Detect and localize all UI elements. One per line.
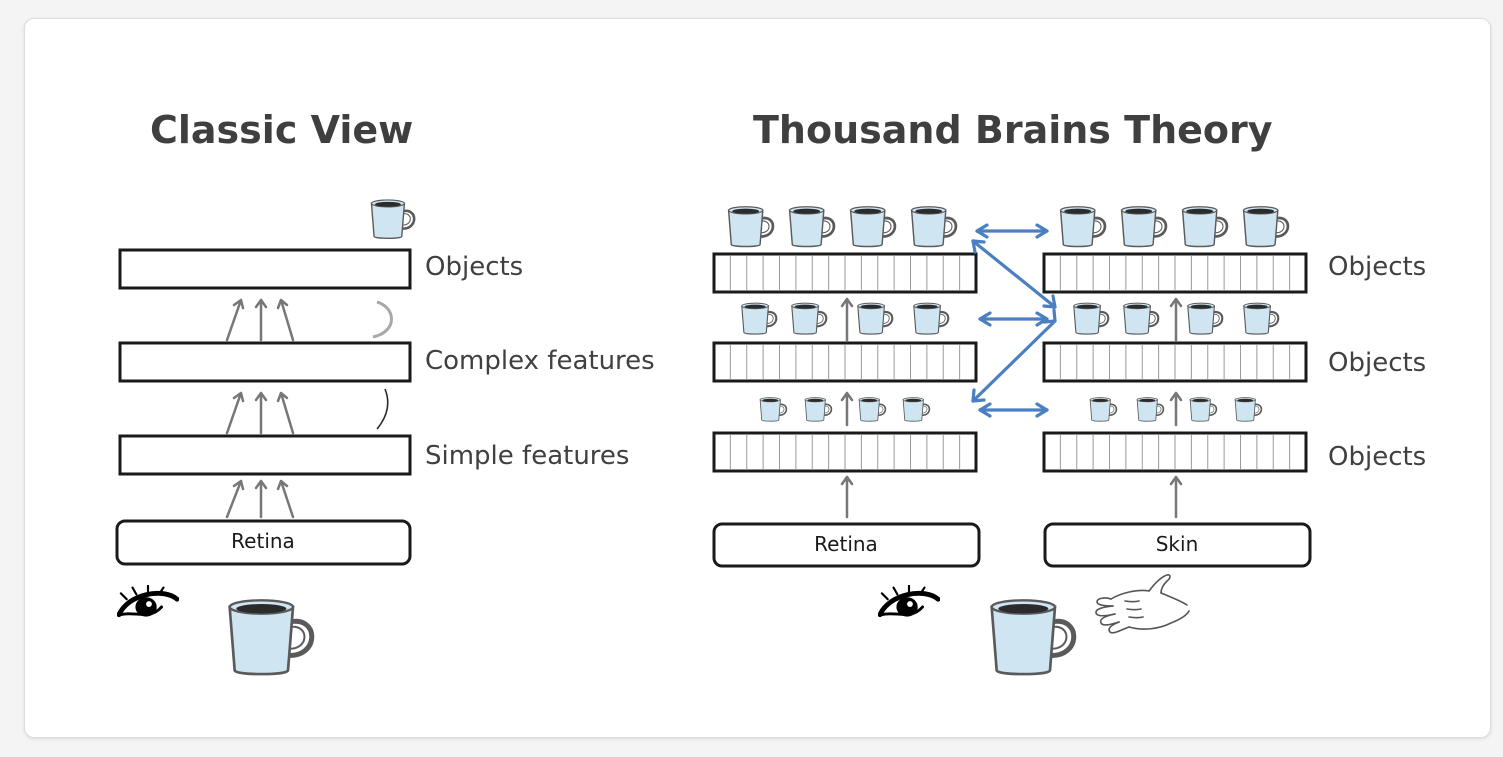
connection-arrow <box>971 308 1057 403</box>
cortical-column-layer <box>712 341 978 383</box>
coffee-cup-icon <box>1120 205 1168 248</box>
tbt-retina-box <box>712 522 981 568</box>
curve-fragment-icon <box>376 388 389 430</box>
coffee-cup-icon <box>727 205 775 248</box>
tbt-retina-label: Retina <box>814 532 878 556</box>
arrow-group-retina-to-simple <box>225 391 295 435</box>
cortical-column-layer <box>712 252 978 294</box>
cortical-column-layer <box>712 431 978 473</box>
coffee-cup-icon <box>1242 205 1290 248</box>
classic-complex-features-layer <box>118 341 412 383</box>
coffee-cup-icon <box>788 205 836 248</box>
classic-simple-features-layer <box>118 434 412 476</box>
cortical-column-layer <box>1042 431 1308 473</box>
coffee-cup-icon <box>230 600 312 674</box>
arrow-group-input <box>225 479 295 519</box>
thousand-brains-title: Thousand Brains Theory <box>753 108 1273 152</box>
diagram-card: Classic View Thousand Brains Theory Obje… <box>24 18 1491 738</box>
curve-fragment-icon <box>372 300 393 339</box>
tbt-layer-label-objects: Objects <box>1328 442 1426 472</box>
coffee-cup-icon <box>858 396 887 423</box>
classic-objects-layer <box>118 248 412 290</box>
coffee-cup-icon <box>992 600 1074 674</box>
coffee-cup-icon <box>790 302 828 336</box>
coffee-cup-icon <box>1189 396 1218 423</box>
connection-arrow <box>978 311 1049 327</box>
coffee-cup-icon <box>1234 396 1263 423</box>
classic-view-title: Classic View <box>150 108 413 152</box>
tbt-layer-label-objects: Objects <box>1328 252 1426 282</box>
coffee-cup-icon <box>849 205 897 248</box>
eye-icon <box>880 586 938 617</box>
cortical-column-layer <box>1042 341 1308 383</box>
coffee-cup-icon <box>1072 302 1110 336</box>
connection-arrow <box>975 223 1049 239</box>
coffee-cup-icon <box>1136 396 1165 423</box>
coffee-cup-icon <box>1122 302 1160 336</box>
coffee-cup-icon <box>856 302 894 336</box>
classic-layer-label-objects: Objects <box>425 252 523 282</box>
coffee-cup-icon <box>902 396 931 423</box>
classic-retina-box <box>115 519 412 566</box>
coffee-cup-icon <box>910 205 958 248</box>
feedforward-arrow <box>1169 391 1183 427</box>
coffee-cup-icon <box>912 302 950 336</box>
feedforward-arrow <box>1169 475 1183 519</box>
coffee-cup-icon <box>1089 396 1118 423</box>
classic-layer-label-simple: Simple features <box>425 441 629 471</box>
tbt-layer-label-objects: Objects <box>1328 348 1426 378</box>
tbt-skin-label: Skin <box>1156 532 1199 556</box>
classic-layer-label-complex: Complex features <box>425 346 655 376</box>
thousand-brains-panel: Objects Objects Objects <box>712 205 1426 674</box>
coffee-cup-icon <box>1242 302 1280 336</box>
eye-icon <box>119 586 177 617</box>
coffee-cup-icon <box>804 396 833 423</box>
connection-arrow <box>978 402 1049 418</box>
classic-view-panel: Objects Complex features Simple features <box>115 198 655 674</box>
hand-icon <box>1095 574 1190 634</box>
diagram-canvas: Classic View Thousand Brains Theory Obje… <box>115 108 1426 737</box>
coffee-cup-icon <box>370 198 416 240</box>
tbt-skin-box <box>1043 522 1312 568</box>
cortical-column-layer <box>1042 252 1308 294</box>
feedforward-arrow <box>840 475 854 519</box>
classic-retina-label: Retina <box>231 529 295 553</box>
coffee-cup-icon <box>1059 205 1107 248</box>
feedforward-arrow <box>840 391 854 427</box>
feedforward-arrow <box>840 297 854 343</box>
feedforward-arrow <box>1169 297 1183 343</box>
coffee-cup-icon <box>740 302 778 336</box>
arrow-group-simple-to-complex <box>225 298 295 342</box>
connection-arrow <box>971 239 1057 309</box>
coffee-cup-icon <box>759 396 788 423</box>
coffee-cup-icon <box>1186 302 1224 336</box>
coffee-cup-icon <box>1181 205 1229 248</box>
